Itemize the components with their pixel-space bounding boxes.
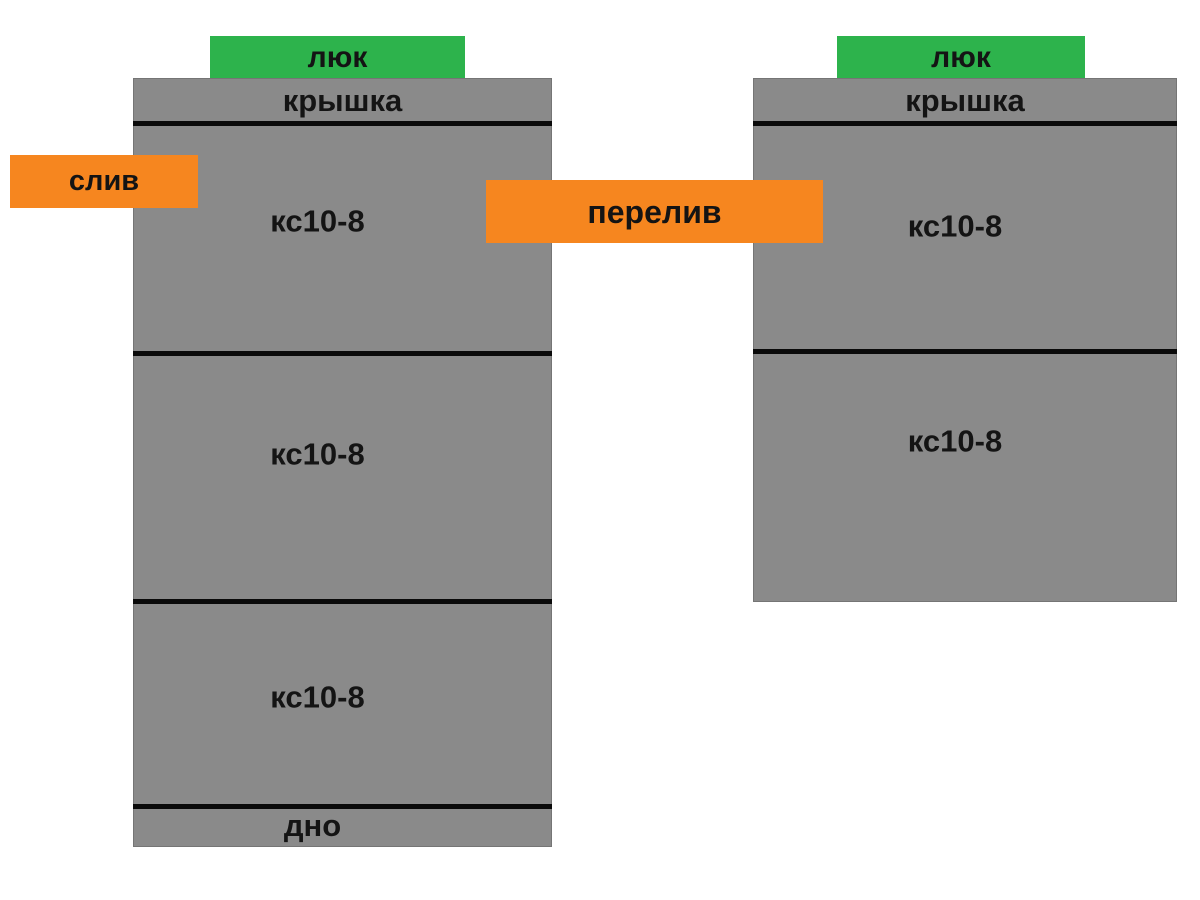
right-ring-2-label: кс10-8 — [907, 423, 1003, 459]
left-bottom-label: дно — [283, 807, 342, 843]
right-cover-label: крышка — [905, 82, 1025, 118]
left-cover-divider — [133, 121, 552, 126]
right-ring-1-label: кс10-8 — [907, 208, 1003, 244]
left-hatch-label: люк — [307, 40, 368, 74]
left-tank-body: крышка кс10-8 кс10-8 кс10-8 дно — [133, 78, 552, 847]
left-bottom-divider — [133, 804, 552, 809]
left-ring-divider-2 — [133, 599, 552, 604]
left-ring-2-label: кс10-8 — [270, 436, 365, 472]
left-hatch: люк — [210, 36, 465, 79]
right-hatch-label: люк — [931, 40, 991, 74]
right-cover-divider — [753, 121, 1177, 126]
left-cover-label: крышка — [282, 82, 403, 118]
right-hatch: люк — [837, 36, 1085, 79]
left-ring-divider-1 — [133, 351, 552, 356]
drain-label: слив — [10, 155, 198, 208]
right-ring-divider-1 — [753, 349, 1177, 354]
left-ring-3-label: кс10-8 — [270, 679, 365, 715]
left-ring-1-label: кс10-8 — [270, 203, 365, 239]
right-tank-body: крышка кс10-8 кс10-8 — [753, 78, 1177, 602]
overflow-label: перелив — [486, 180, 823, 243]
